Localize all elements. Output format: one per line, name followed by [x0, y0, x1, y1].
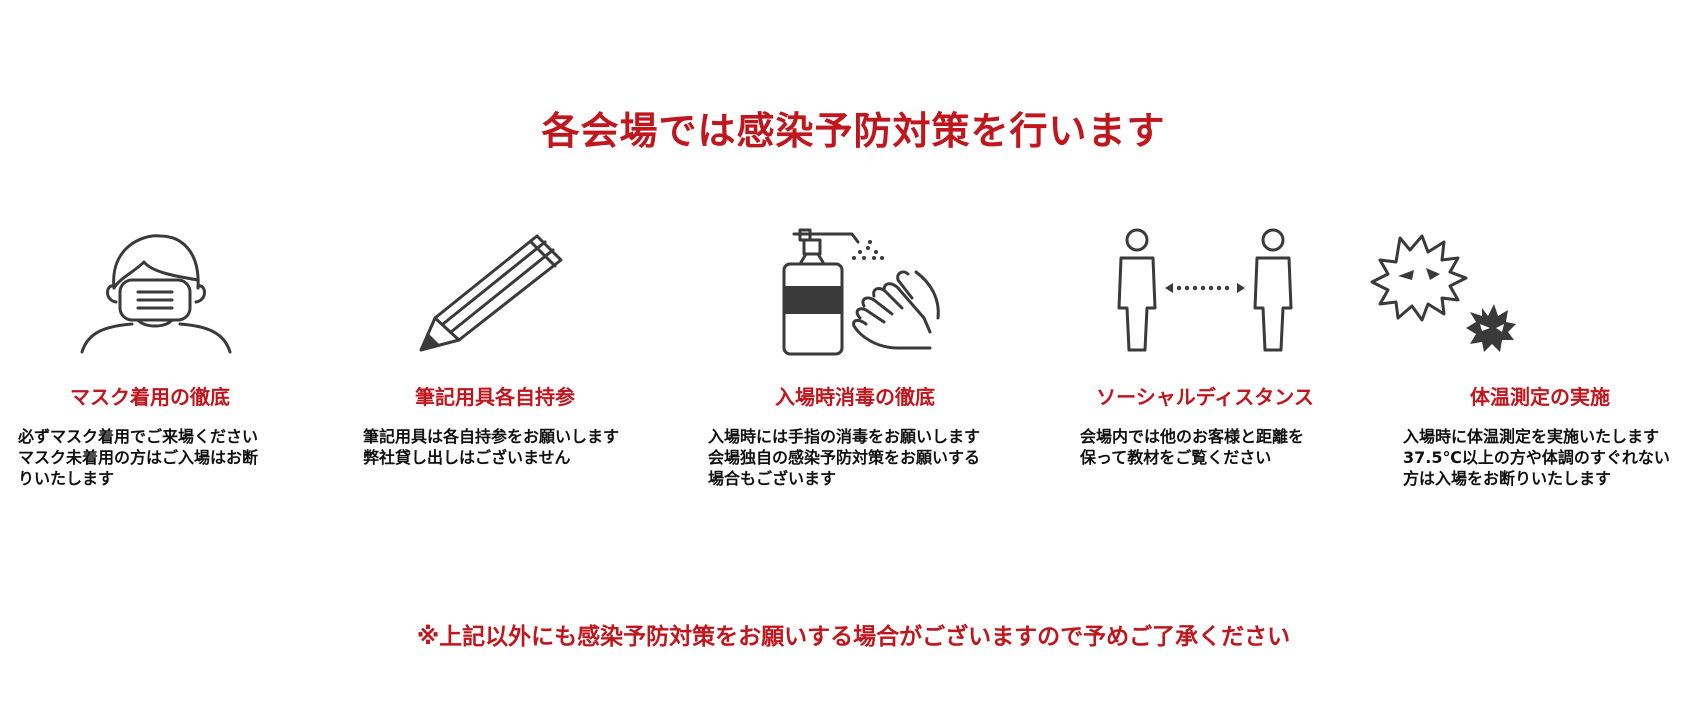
measures-list: マスク着用の徹底 必ずマスク着用でご来場ください マスク未着用の方はご入場はお断… [0, 228, 1707, 528]
description-line: マスク未着用の方はご入場はお断 [18, 448, 259, 467]
measure-description: 入場時には手指の消毒をお願いします 会場独自の感染予防対策をお願いする 場合もご… [708, 426, 1008, 489]
description-line: 方は入場をお断りいたします [1403, 469, 1612, 488]
description-line: 入場時に体温測定を実施いたします [1403, 427, 1660, 446]
description-line: 37.5℃以上の方や体調のすぐれない [1403, 448, 1670, 467]
description-line: 保って教材をご覧ください [1080, 448, 1272, 467]
measure-description: 必ずマスク着用でご来場ください マスク未着用の方はご入場はお断 りいたします [18, 426, 318, 489]
measure-title: 体温測定の実施 [1470, 385, 1610, 409]
measure-title: ソーシャルディスタンス [1096, 385, 1314, 409]
hand-sanitizer-icon [780, 228, 960, 358]
measure-title: 入場時消毒の徹底 [775, 385, 935, 409]
description-line: 会場内では他のお客様と距離を [1080, 427, 1305, 446]
pencil-icon [405, 228, 585, 358]
description-line: 入場時には手指の消毒をお願いします [708, 427, 981, 446]
measure-description: 入場時に体温測定を実施いたします 37.5℃以上の方や体調のすぐれない 方は入場… [1403, 426, 1703, 489]
description-line: 弊社貸し出しはございません [363, 448, 571, 467]
measure-description: 筆記用具は各自持参をお願いします 弊社貸し出しはございません [363, 426, 663, 468]
measure-title: マスク着用の徹底 [70, 385, 230, 409]
footnote-notice: ※上記以外にも感染予防対策をお願いする場合がございますので予めご了承ください [416, 624, 1291, 650]
social-distance-icon [1115, 228, 1295, 358]
virus-icon [1352, 228, 1532, 358]
description-line: 場合もございます [708, 469, 837, 488]
description-line: 会場独自の感染予防対策をお願いする [708, 448, 981, 467]
description-line: 筆記用具は各自持参をお願いします [363, 427, 620, 446]
page-title: 各会場では感染予防対策を行います [541, 109, 1166, 153]
description-line: りいたします [18, 469, 115, 488]
measure-title: 筆記用具各自持参 [415, 385, 575, 409]
measure-description: 会場内では他のお客様と距離を 保って教材をご覧ください [1080, 426, 1380, 468]
description-line: 必ずマスク着用でご来場ください [18, 427, 259, 446]
face-mask-icon [62, 228, 242, 358]
